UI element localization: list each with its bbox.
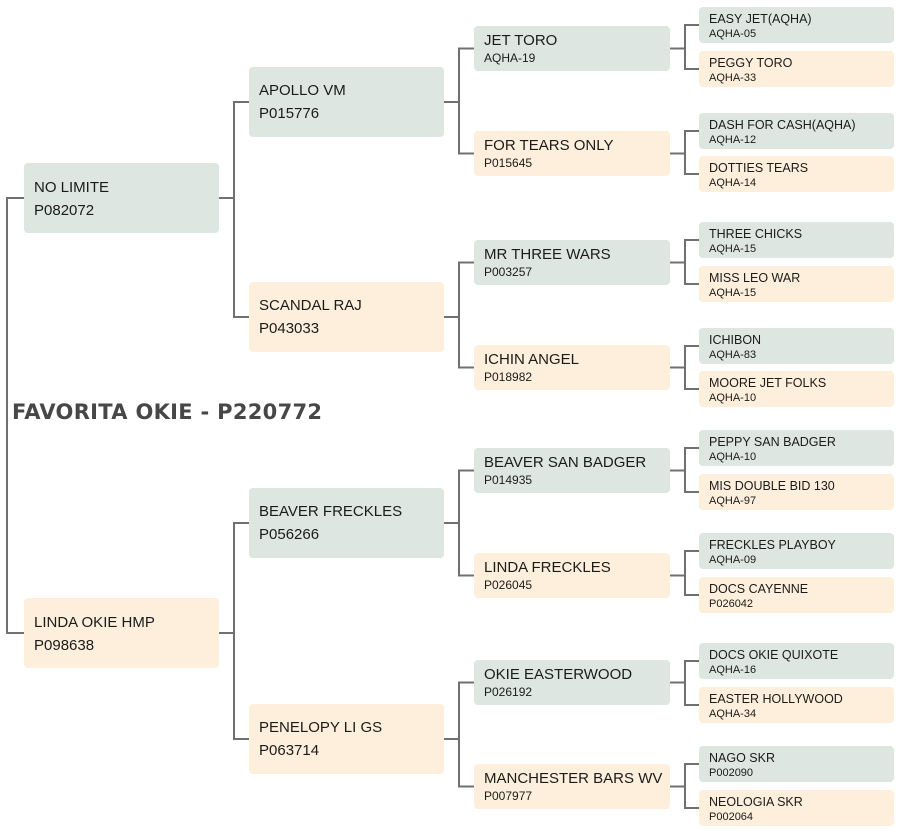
horse-name: THREE CHICKS (709, 227, 803, 241)
pedigree-node-gen4-sire[interactable]: ICHIBON AQHA-83 (699, 328, 894, 364)
horse-name: ICHIN ANGEL (484, 351, 580, 368)
horse-name: NO LIMITE (34, 179, 110, 196)
pedigree-node-gen2-sire[interactable]: APOLLO VM P015776 (249, 67, 444, 137)
pedigree-node-gen1-dam[interactable]: LINDA OKIE HMP P098638 (24, 598, 219, 668)
horse-name: BEAVER FRECKLES (259, 503, 403, 520)
horse-name: OKIE EASTERWOOD (484, 666, 633, 683)
horse-registration: AQHA-12 (709, 134, 757, 146)
horse-registration: P014935 (484, 473, 533, 487)
horse-name: DOCS OKIE QUIXOTE (709, 648, 839, 662)
pedigree-node-gen4-dam[interactable]: DOTTIES TEARS AQHA-14 (699, 156, 894, 192)
horse-name: PEGGY TORO (709, 56, 793, 70)
pedigree-node-gen4-sire[interactable]: EASY JET(AQHA) AQHA-05 (699, 7, 894, 43)
horse-registration: P082072 (34, 202, 95, 219)
horse-name: MOORE JET FOLKS (709, 376, 827, 390)
pedigree-node-gen3-dam[interactable]: ICHIN ANGEL P018982 (474, 345, 670, 390)
horse-registration: P002090 (709, 767, 754, 779)
pedigree-node-gen4-dam[interactable]: EASTER HOLLYWOOD AQHA-34 (699, 687, 894, 723)
horse-registration: P043033 (259, 320, 320, 337)
pedigree-node-gen4-dam[interactable]: NEOLOGIA SKR P002064 (699, 790, 894, 826)
horse-name: PEPPY SAN BADGER (709, 435, 836, 449)
horse-registration: P018982 (484, 370, 533, 384)
pedigree-node-gen4-sire[interactable]: NAGO SKR P002090 (699, 746, 894, 782)
horse-registration: AQHA-33 (709, 72, 757, 84)
pedigree-node-gen3-sire[interactable]: JET TORO AQHA-19 (474, 26, 670, 71)
horse-name: EASY JET(AQHA) (709, 12, 812, 26)
horse-name: NEOLOGIA SKR (709, 795, 803, 809)
horse-name: MISS LEO WAR (709, 271, 801, 285)
horse-name: MR THREE WARS (484, 246, 611, 263)
pedigree-node-gen4-sire[interactable]: PEPPY SAN BADGER AQHA-10 (699, 430, 894, 466)
pedigree-node-gen4-dam[interactable]: MISS LEO WAR AQHA-15 (699, 266, 894, 302)
horse-registration: AQHA-19 (484, 51, 536, 65)
horse-name: SCANDAL RAJ (259, 297, 362, 314)
horse-name: EASTER HOLLYWOOD (709, 692, 843, 706)
horse-registration: P003257 (484, 265, 533, 279)
horse-name: JET TORO (484, 32, 558, 49)
horse-registration: AQHA-16 (709, 664, 757, 676)
horse-name: ICHIBON (709, 333, 762, 347)
pedigree-node-gen3-dam[interactable]: MANCHESTER BARS WV P007977 (474, 764, 670, 809)
horse-registration: AQHA-09 (709, 554, 757, 566)
horse-registration: P026045 (484, 578, 533, 592)
horse-registration: P026042 (709, 598, 754, 610)
pedigree-node-gen3-sire[interactable]: MR THREE WARS P003257 (474, 240, 670, 285)
horse-registration: AQHA-15 (709, 287, 757, 299)
pedigree-node-gen4-sire[interactable]: FRECKLES PLAYBOY AQHA-09 (699, 533, 894, 569)
horse-registration: P015645 (484, 156, 533, 170)
horse-name: APOLLO VM (259, 82, 346, 99)
horse-registration: P063714 (259, 742, 320, 759)
horse-name: DASH FOR CASH(AQHA) (709, 118, 856, 132)
horse-name: DOCS CAYENNE (709, 582, 809, 596)
horse-registration: AQHA-05 (709, 28, 757, 40)
pedigree-node-gen4-sire[interactable]: THREE CHICKS AQHA-15 (699, 222, 894, 258)
horse-registration: AQHA-83 (709, 349, 757, 361)
pedigree-node-gen3-dam[interactable]: FOR TEARS ONLY P015645 (474, 131, 670, 176)
pedigree-node-gen4-sire[interactable]: DOCS OKIE QUIXOTE AQHA-16 (699, 643, 894, 679)
horse-registration: AQHA-14 (709, 177, 757, 189)
horse-registration: AQHA-34 (709, 708, 757, 720)
horse-name: MANCHESTER BARS WV (484, 770, 663, 787)
horse-name: PENELOPY LI GS (259, 719, 383, 736)
pedigree-node-gen2-dam[interactable]: SCANDAL RAJ P043033 (249, 282, 444, 352)
horse-name: LINDA FRECKLES (484, 559, 611, 576)
horse-name: BEAVER SAN BADGER (484, 454, 647, 471)
horse-name: NAGO SKR (709, 751, 775, 765)
horse-registration: P015776 (259, 105, 320, 122)
horse-registration: AQHA-10 (709, 451, 757, 463)
horse-name: MIS DOUBLE BID 130 (709, 479, 835, 493)
horse-registration: P026192 (484, 685, 533, 699)
horse-registration: AQHA-10 (709, 392, 757, 404)
horse-name: DOTTIES TEARS (709, 161, 809, 175)
pedigree-node-gen3-sire[interactable]: BEAVER SAN BADGER P014935 (474, 448, 670, 493)
pedigree-node-gen3-dam[interactable]: LINDA FRECKLES P026045 (474, 553, 670, 598)
pedigree-node-gen4-dam[interactable]: MOORE JET FOLKS AQHA-10 (699, 371, 894, 407)
pedigree-node-gen4-dam[interactable]: PEGGY TORO AQHA-33 (699, 51, 894, 87)
pedigree-node-gen4-sire[interactable]: DASH FOR CASH(AQHA) AQHA-12 (699, 113, 894, 149)
pedigree-node-gen3-sire[interactable]: OKIE EASTERWOOD P026192 (474, 660, 670, 705)
subject-horse-title: FAVORITA OKIE - P220772 (11, 400, 327, 424)
horse-name: FRECKLES PLAYBOY (709, 538, 836, 552)
horse-registration: AQHA-15 (709, 243, 757, 255)
pedigree-node-gen1-sire[interactable]: NO LIMITE P082072 (24, 163, 219, 233)
horse-registration: P007977 (484, 789, 533, 803)
horse-name: FOR TEARS ONLY (484, 137, 614, 154)
pedigree-node-gen2-dam[interactable]: PENELOPY LI GS P063714 (249, 704, 444, 774)
horse-registration: P002064 (709, 811, 754, 823)
pedigree-node-gen4-dam[interactable]: DOCS CAYENNE P026042 (699, 577, 894, 613)
horse-registration: AQHA-97 (709, 495, 757, 507)
horse-registration: P098638 (34, 637, 95, 654)
horse-name: LINDA OKIE HMP (34, 614, 155, 631)
horse-registration: P056266 (259, 526, 320, 543)
pedigree-node-gen2-sire[interactable]: BEAVER FRECKLES P056266 (249, 488, 444, 558)
